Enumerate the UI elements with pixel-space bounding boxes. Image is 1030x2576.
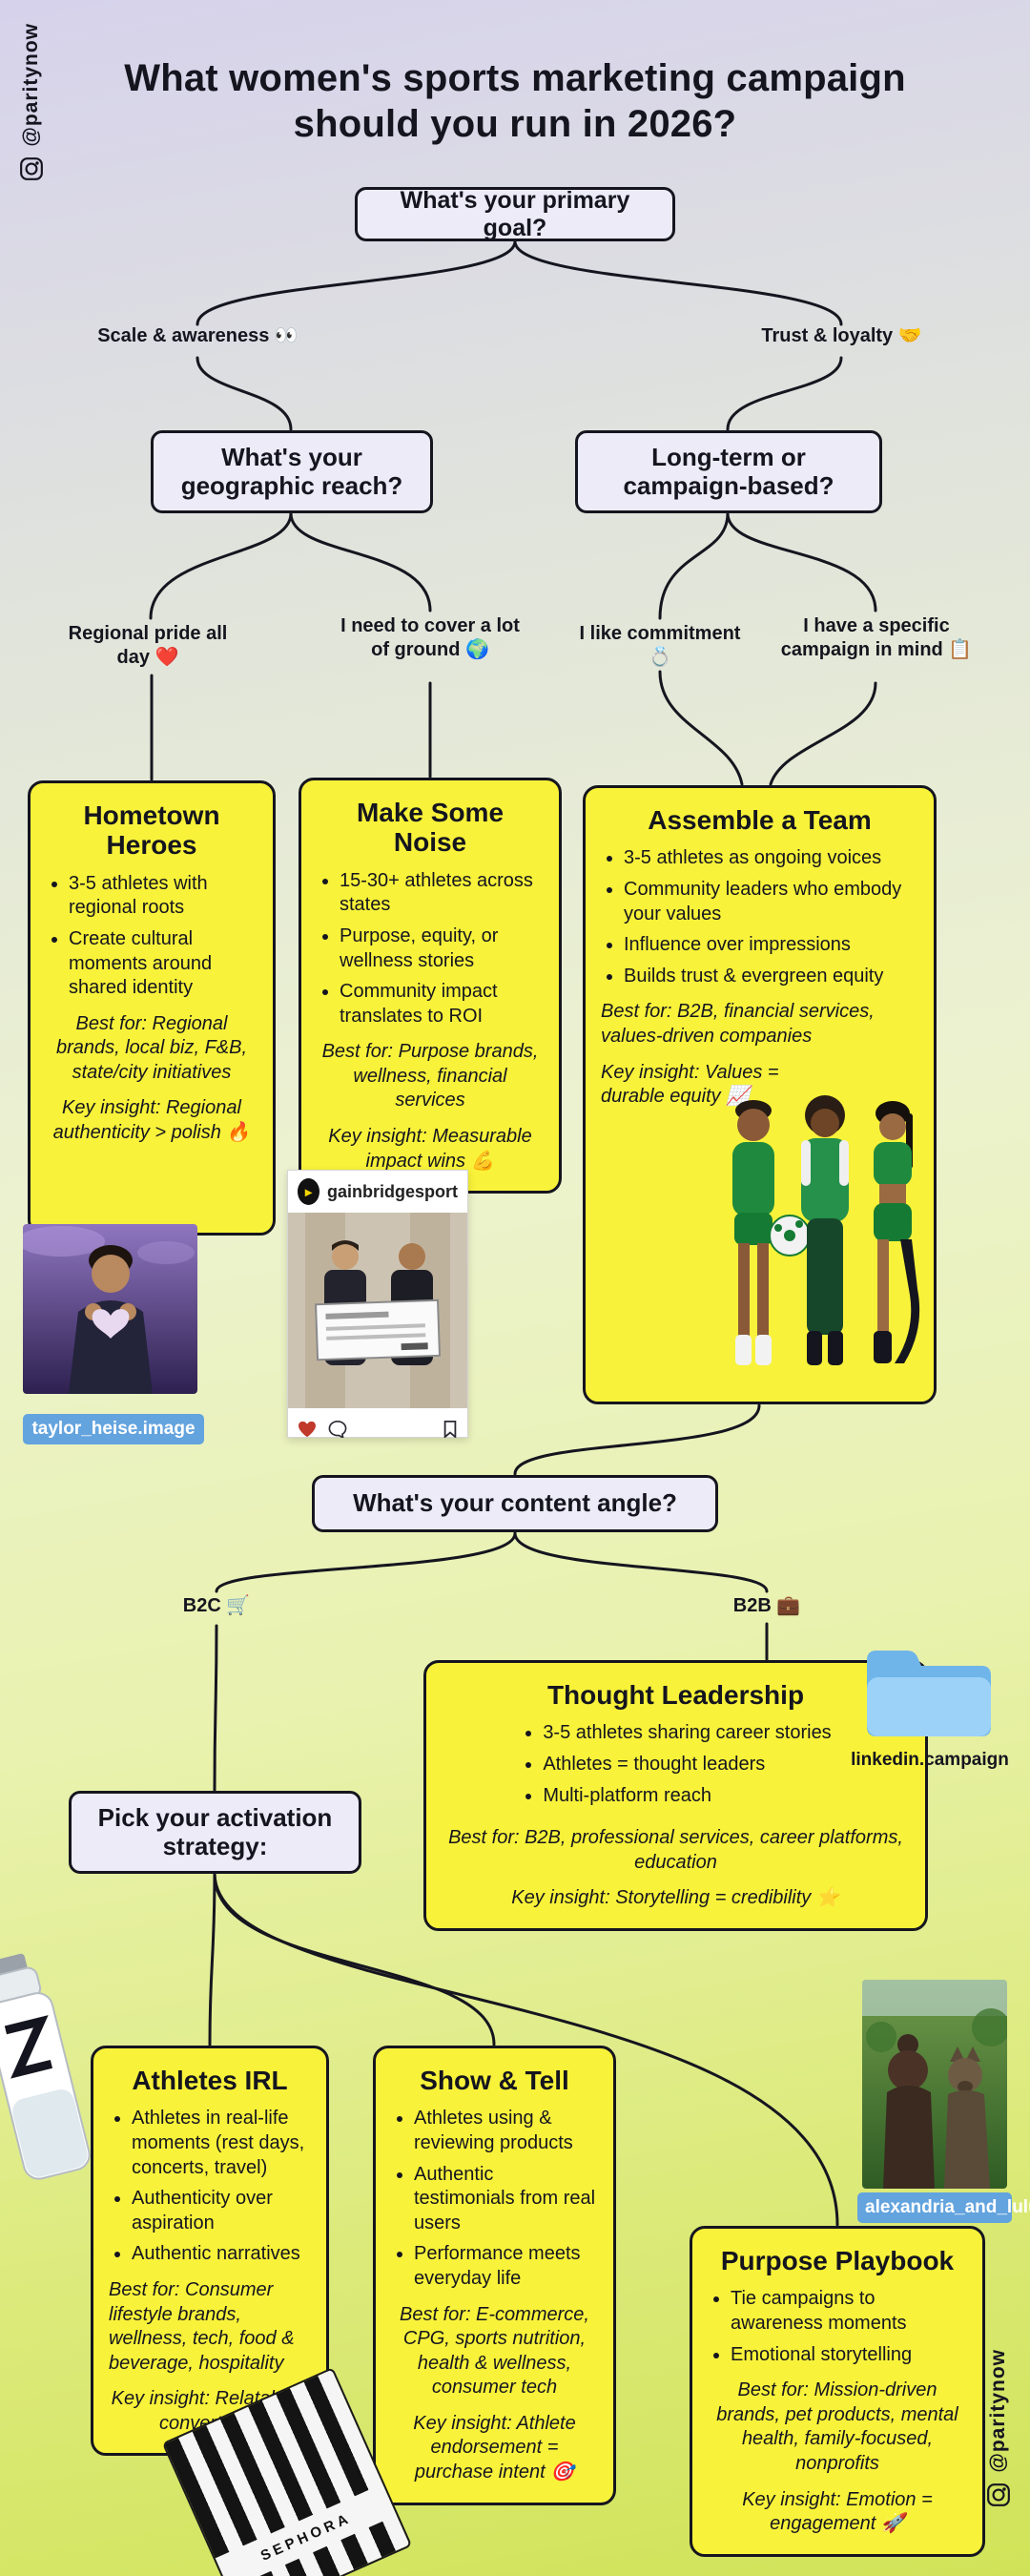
bullet-item: 15-30+ athletes across states [340,869,544,918]
bullet-item: Emotional storytelling [731,2343,967,2368]
taylor-heise-image-label: taylor_heise.image [23,1414,204,1444]
linkedin-folder-icon [857,1635,999,1742]
branch-label-b2b: B2B 💼 [732,1595,801,1616]
handle-text: @paritynow [20,23,42,147]
bullet-item: Multi-platform reach [543,1784,831,1809]
alexandria-and-lulu-photo [862,1980,1007,2189]
node-geographic-reach: What's your geographic reach? [151,430,433,513]
card-bullets: Athletes using & reviewing products Auth… [391,2107,598,2291]
card-key-insight: Key insight: Regional authenticity > pol… [52,1097,251,1144]
card-title: Show & Tell [420,2066,569,2095]
card-key-insight: Key insight: Storytelling = credibility … [511,1887,840,1909]
card-best-for: Best for: Purpose brands, wellness, fina… [321,1041,539,1111]
heart-icon [298,1421,317,1443]
bullet-item: Athletes = thought leaders [543,1753,831,1777]
branch-label-trust-loyalty: Trust & loyalty 🤝 [761,325,922,346]
instagram-icon [986,2483,1011,2512]
drink-bottle-image [0,1944,107,2190]
branch-label-cover-ground: I need to cover a lot of ground 🌍 [340,615,520,660]
node-longterm-or-campaign: Long-term or campaign-based? [575,430,882,513]
card-key-insight: Key insight: Measurable impact wins 💪 [328,1126,532,1172]
card-key-insight: Key insight: Athlete endorsement = purch… [413,2412,576,2483]
card-title: Make Some Noise [356,798,505,858]
bullet-item: Influence over impressions [624,933,918,958]
card-bullets: 3-5 athletes as ongoing voices Community… [601,846,918,988]
node-activation-strategy: Pick your activation strategy: [69,1791,361,1874]
branch-label-specific-campaign: I have a specific campaign in mind 📋 [780,615,973,660]
card-best-for: Best for: Mission-driven brands, pet pro… [716,2379,958,2474]
card-purpose-playbook: Purpose Playbook Tie campaigns to awaren… [690,2226,985,2557]
card-bullets: 3-5 athletes sharing career stories Athl… [520,1721,831,1815]
bullet-item: Authenticity over aspiration [132,2187,311,2235]
card-show-and-tell: Show & Tell Athletes using & reviewing p… [373,2046,616,2505]
sephora-bag-band: SEPHORA [215,2483,397,2576]
card-bullets: Tie campaigns to awareness moments Emoti… [708,2287,967,2367]
branch-label-b2c: B2C 🛒 [182,1595,251,1616]
card-bullets: 3-5 athletes with regional roots Create … [46,872,258,1001]
instagram-handle-top-left: @paritynow [19,23,44,186]
card-title: Assemble a Team [648,805,872,835]
bookmark-icon [443,1421,458,1443]
check-presentation-photo [288,1213,467,1413]
card-thought-leadership: Thought Leadership 3-5 athletes sharing … [423,1660,928,1931]
bullet-item: 3-5 athletes as ongoing voices [624,846,918,871]
card-bullets: 15-30+ athletes across states Purpose, e… [317,869,544,1029]
instagram-username: gainbridgesport [326,1181,458,1201]
instagram-post-actions [288,1413,467,1450]
card-title: Thought Leadership [546,1680,805,1710]
node-primary-goal: What's your primary goal? [355,187,675,241]
bullet-item: 3-5 athletes sharing career stories [543,1721,831,1746]
alexandria-and-lulu-image-label: alexandria_and_lulu.image [857,2192,1030,2223]
athletes-team-photo [706,1085,937,1372]
instagram-post-header: ▸ gainbridgesport [288,1171,467,1213]
bullet-item: Athletes using & reviewing products [414,2107,598,2155]
bullet-item: Authentic narratives [132,2242,311,2267]
node-content-angle: What's your content angle? [312,1475,718,1532]
bullet-item: Builds trust & evergreen equity [624,965,918,989]
bullet-item: Create cultural moments around shared id… [69,927,258,1001]
linkedin-campaign-label: linkedin.campaign [851,1750,1009,1770]
card-key-insight: Key insight: Values = durable equity 📈 [601,1061,779,1108]
bullet-item: Purpose, equity, or wellness stories [340,924,544,973]
card-key-insight: Key insight: Emotion = engagement 🚀 [742,2488,933,2535]
taylor-heise-photo [23,1224,197,1394]
card-title: Hometown Heroes [83,800,220,861]
card-make-some-noise: Make Some Noise 15-30+ athletes across s… [299,778,562,1195]
branch-label-scale-awareness: Scale & awareness 👀 [97,325,299,346]
sephora-brand-text: SEPHORA [258,2509,354,2565]
bullet-item: Community leaders who embody your values [624,878,918,926]
gainbridgesport-avatar: ▸ [298,1178,319,1205]
bullet-item: 3-5 athletes with regional roots [69,872,258,921]
handle-text: @paritynow [987,2349,1009,2473]
comment-icon [328,1420,347,1443]
card-best-for: Best for: Consumer lifestyle brands, wel… [109,2278,295,2374]
card-best-for: Best for: E-commerce, CPG, sports nutrit… [400,2303,589,2399]
card-hometown-heroes: Hometown Heroes 3-5 athletes with region… [28,780,276,1236]
card-title: Purpose Playbook [720,2246,955,2275]
page-title: What women's sports marketing campaign s… [124,57,906,145]
bullet-item: Athletes in real-life moments (rest days… [132,2107,311,2180]
card-best-for: Best for: Regional brands, local biz, F&… [55,1012,248,1083]
card-bullets: Athletes in real-life moments (rest days… [109,2107,311,2267]
bullet-item: Authentic testimonials from real users [414,2163,598,2236]
bullet-item: Tie campaigns to awareness moments [731,2287,967,2336]
card-best-for: Best for: B2B, professional services, ca… [448,1827,903,1873]
gainbridgesport-instagram-post: ▸ gainbridgesport [287,1170,468,1440]
bullet-item: Performance meets everyday life [414,2242,598,2291]
branch-label-commitment: I like commitment 💍 [579,623,741,668]
instagram-handle-bottom-right: @paritynow [986,2349,1011,2512]
bullet-item: Community impact translates to ROI [340,980,544,1028]
card-title: Athletes IRL [132,2066,288,2095]
branch-label-regional-pride: Regional pride all day ❤️ [68,623,228,668]
instagram-icon [19,156,44,186]
card-best-for: Best for: B2B, financial services, value… [601,1001,875,1047]
